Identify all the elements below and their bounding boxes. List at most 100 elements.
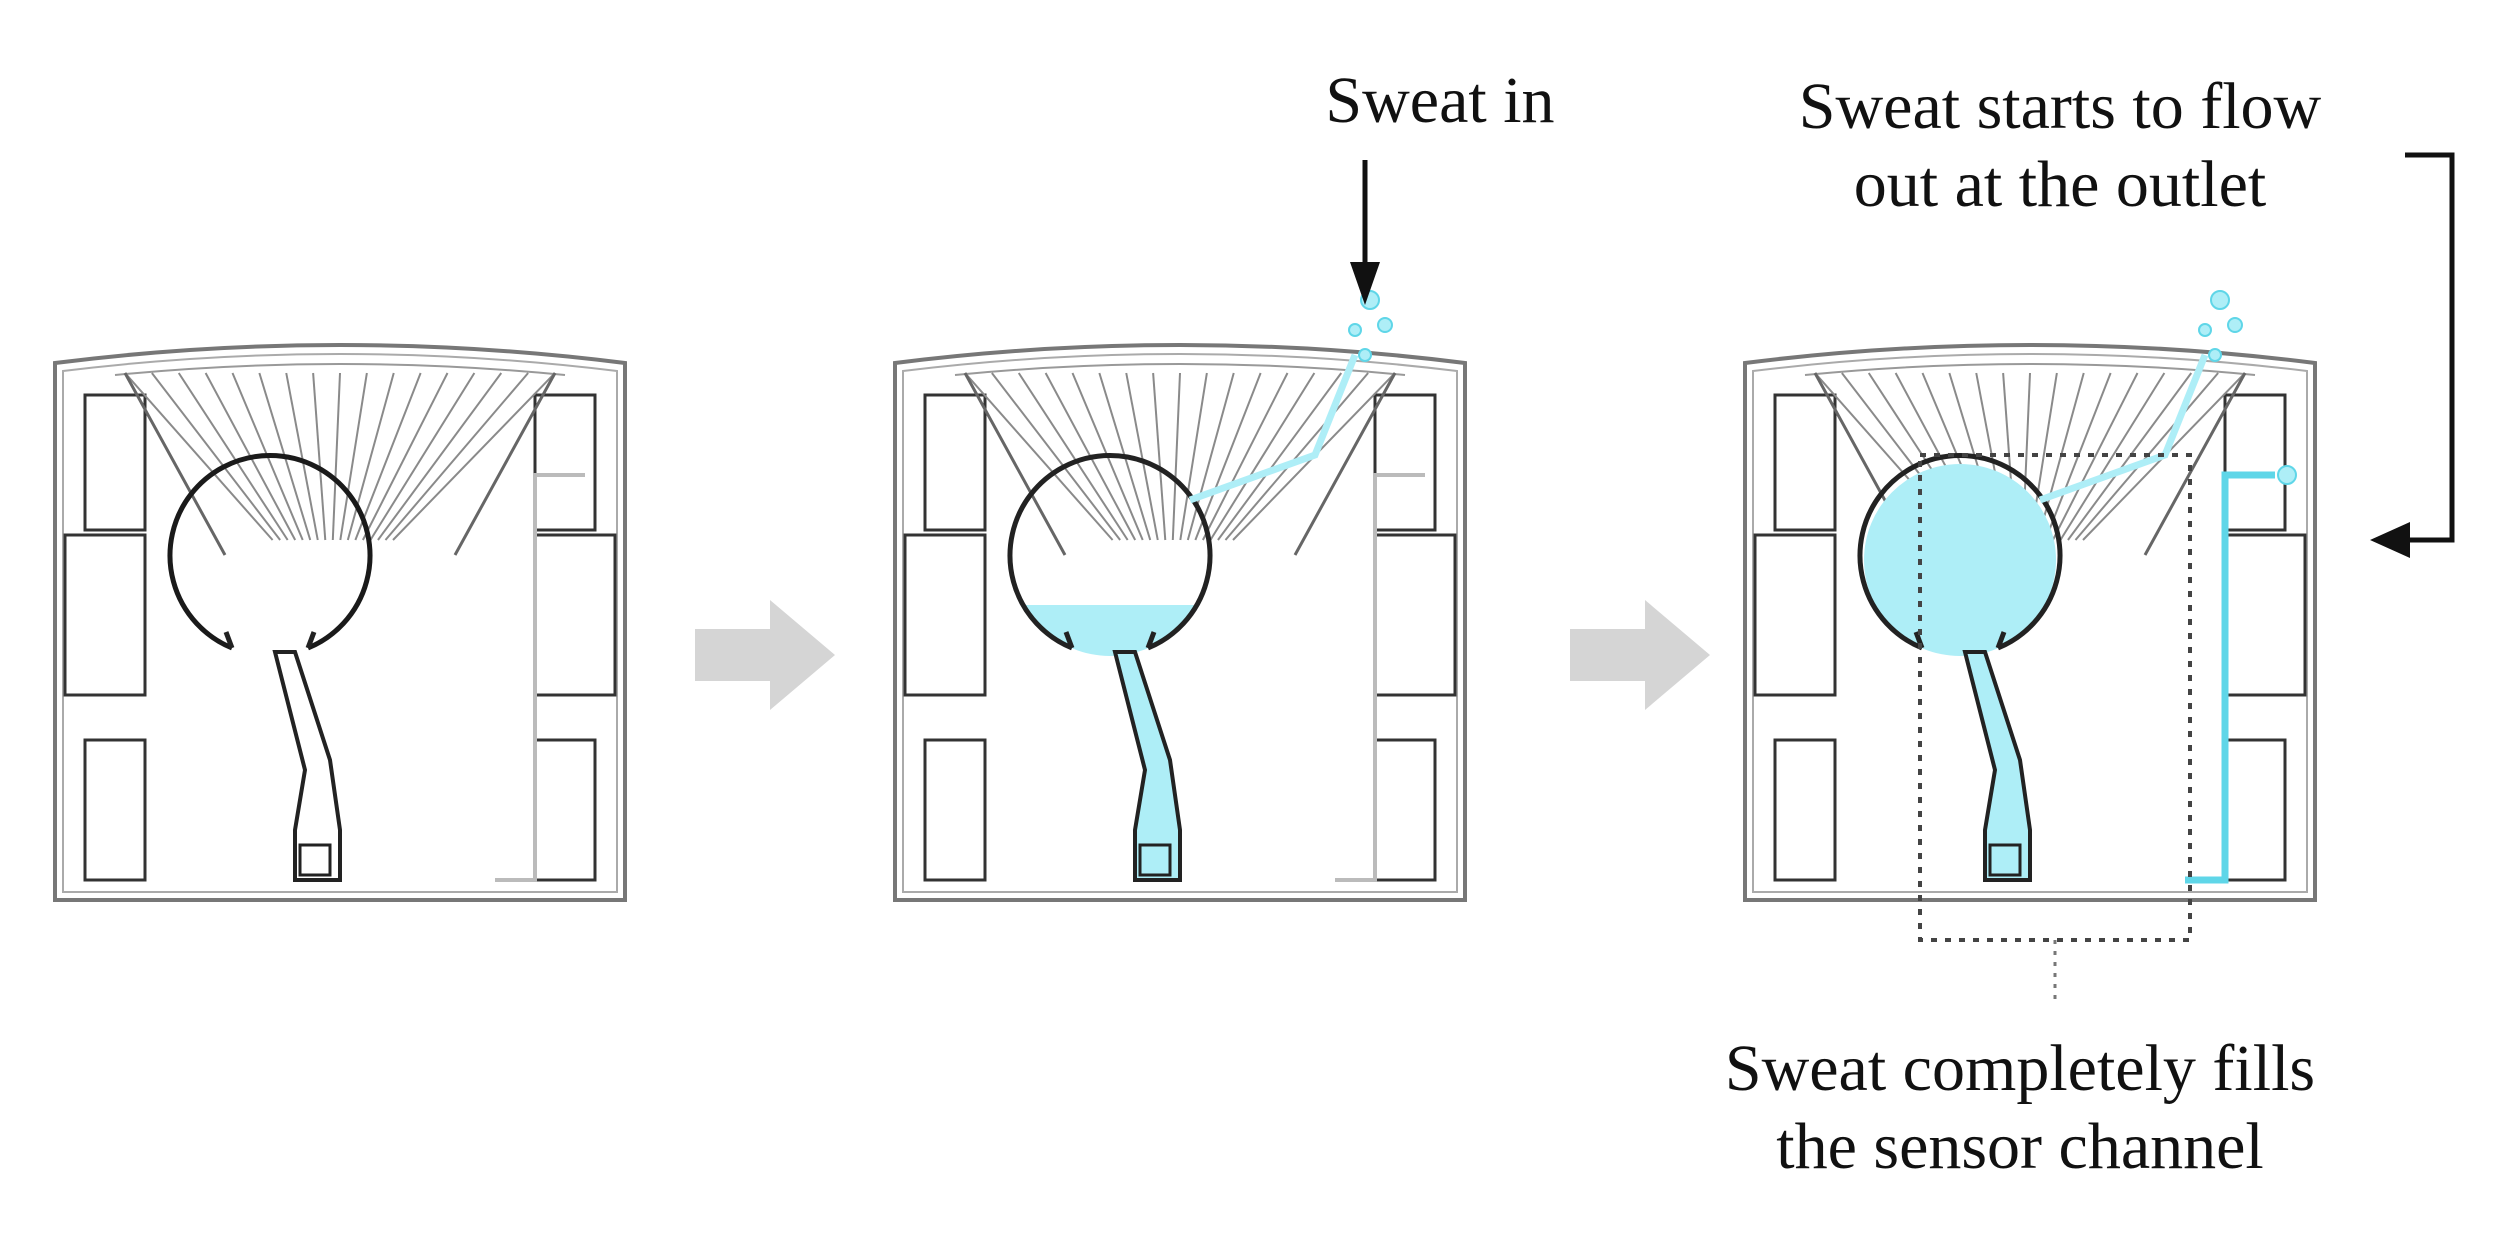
inlet-channel-line (964, 372, 1114, 541)
inlet-channel-line (2059, 372, 2166, 541)
fan-right-edge (1293, 372, 1397, 556)
inlet-channel-line (369, 372, 476, 541)
electrode-pad (1373, 738, 1437, 882)
inlet-channel-line (1171, 372, 1181, 541)
inlet-channel-line (1179, 372, 1208, 541)
reservoir-outline (167, 453, 373, 651)
inlet-channel-line (1152, 372, 1167, 541)
electrode-pad (1373, 533, 1457, 697)
panels-group (53, 290, 2317, 902)
inlet-channel-line (1202, 372, 1289, 541)
inlet-channel-line (384, 372, 529, 541)
sweat-fill-reservoir (1864, 464, 2056, 656)
inlet-channel-line (1224, 372, 1369, 541)
electrode-pad (903, 533, 987, 697)
electrode-pad (83, 738, 147, 882)
outlet-channel (495, 473, 585, 882)
electrode-pad (533, 393, 597, 532)
sensor-inner-frame (1752, 353, 2308, 893)
label-fills: Sweat completely fills the sensor channe… (1640, 1030, 2400, 1186)
fan-right-edge (453, 372, 557, 556)
label-sweat-in-text: Sweat in (1325, 64, 1555, 137)
fan-left-edge (123, 372, 227, 556)
reservoir-outline (1857, 453, 2063, 651)
electrode-pad (63, 533, 147, 697)
electrode-pad (923, 738, 987, 882)
sensor-inner-frame (62, 353, 618, 893)
sweat-inflow-path (2038, 353, 2209, 504)
electrode-pad (1373, 393, 1437, 532)
electrode-pad (1753, 533, 1837, 697)
reservoir-gap (223, 631, 317, 649)
label-sweat-in: Sweat in (1230, 62, 1650, 140)
electrode-pad (2223, 533, 2307, 697)
sensor-panel-partially-filled (893, 290, 1467, 902)
sensor-panel-empty (53, 343, 627, 902)
label-fills-line-2: the sensor channel (1776, 1110, 2264, 1183)
process-arrow-icon (695, 600, 835, 710)
sweat-droplet (2227, 317, 2243, 333)
reservoir-gap (1063, 631, 1157, 649)
sensor-stem-channel (1962, 650, 2032, 882)
inlet-top-edge (1804, 363, 2256, 376)
callouts-group (695, 152, 2455, 1005)
inlet-channel-line (331, 372, 341, 541)
fan-right-edge (2143, 372, 2247, 556)
sweat-droplet (1377, 317, 1393, 333)
sensor-electrode-tip (298, 843, 332, 877)
sweat-droplet (1358, 348, 1372, 362)
electrode-pad (923, 393, 987, 532)
inlet-channel-line (377, 372, 503, 541)
sweat-inflow-path (1188, 353, 1359, 504)
inlet-channel-line (339, 372, 368, 541)
inlet-channel-line (1217, 372, 1343, 541)
inlet-channel-line (346, 372, 395, 541)
label-outflow-line-2: out at the outlet (1853, 148, 2267, 221)
inlet-channel-line (177, 372, 289, 541)
electrode-pad (533, 533, 617, 697)
inlet-channel-line (2052, 372, 2139, 541)
inlet-channel-line (1194, 372, 1262, 541)
inlet-channel-line (1125, 372, 1159, 541)
inlet-channel-line (1017, 372, 1129, 541)
outlet-droplet (2277, 465, 2297, 485)
outflow-callout-line (2395, 152, 2455, 543)
sensor-panel-completely-filled (1743, 290, 2317, 902)
inlet-channel-line (285, 372, 319, 541)
electrode-pad (1773, 393, 1837, 532)
outflow-arrowhead-icon (2370, 522, 2410, 558)
label-outflow-line-1: Sweat starts to flow (1798, 70, 2322, 143)
sensor-stem-channel (1112, 650, 1182, 882)
inlet-top-edge (114, 363, 566, 376)
reservoir-outline (1007, 453, 1213, 651)
process-arrow-icon (1570, 600, 1710, 710)
electrode-pad (83, 393, 147, 532)
electrode-pad (2223, 393, 2287, 532)
inlet-top-edge (954, 363, 1406, 376)
sweat-droplet (2210, 290, 2230, 310)
electrode-pad (533, 738, 597, 882)
sweat-in-arrowhead-icon (1350, 262, 1380, 305)
sensor-inner-frame (902, 353, 1458, 893)
sensor-electrode-tip (1138, 843, 1172, 877)
label-outflow: Sweat starts to flow out at the outlet (1700, 68, 2420, 224)
inlet-channel-line (392, 372, 556, 541)
inlet-channel-line (151, 372, 281, 541)
inlet-channel-line (362, 372, 449, 541)
electrode-pad (2223, 738, 2287, 882)
inlet-channel-line (312, 372, 327, 541)
electrode-pad (1773, 738, 1837, 882)
outlet-channel (2185, 471, 2275, 884)
fan-left-edge (963, 372, 1067, 556)
inlet-channel-line (124, 372, 274, 541)
inlet-channel-line (1209, 372, 1316, 541)
sweat-droplet (1348, 323, 1362, 337)
inlet-channel-line (1186, 372, 1235, 541)
label-fills-line-1: Sweat completely fills (1724, 1032, 2316, 1105)
sensor-electrode-tip (1988, 843, 2022, 877)
inlet-channel-line (354, 372, 422, 541)
sweat-droplet (2208, 348, 2222, 362)
outlet-channel (1335, 473, 1425, 882)
